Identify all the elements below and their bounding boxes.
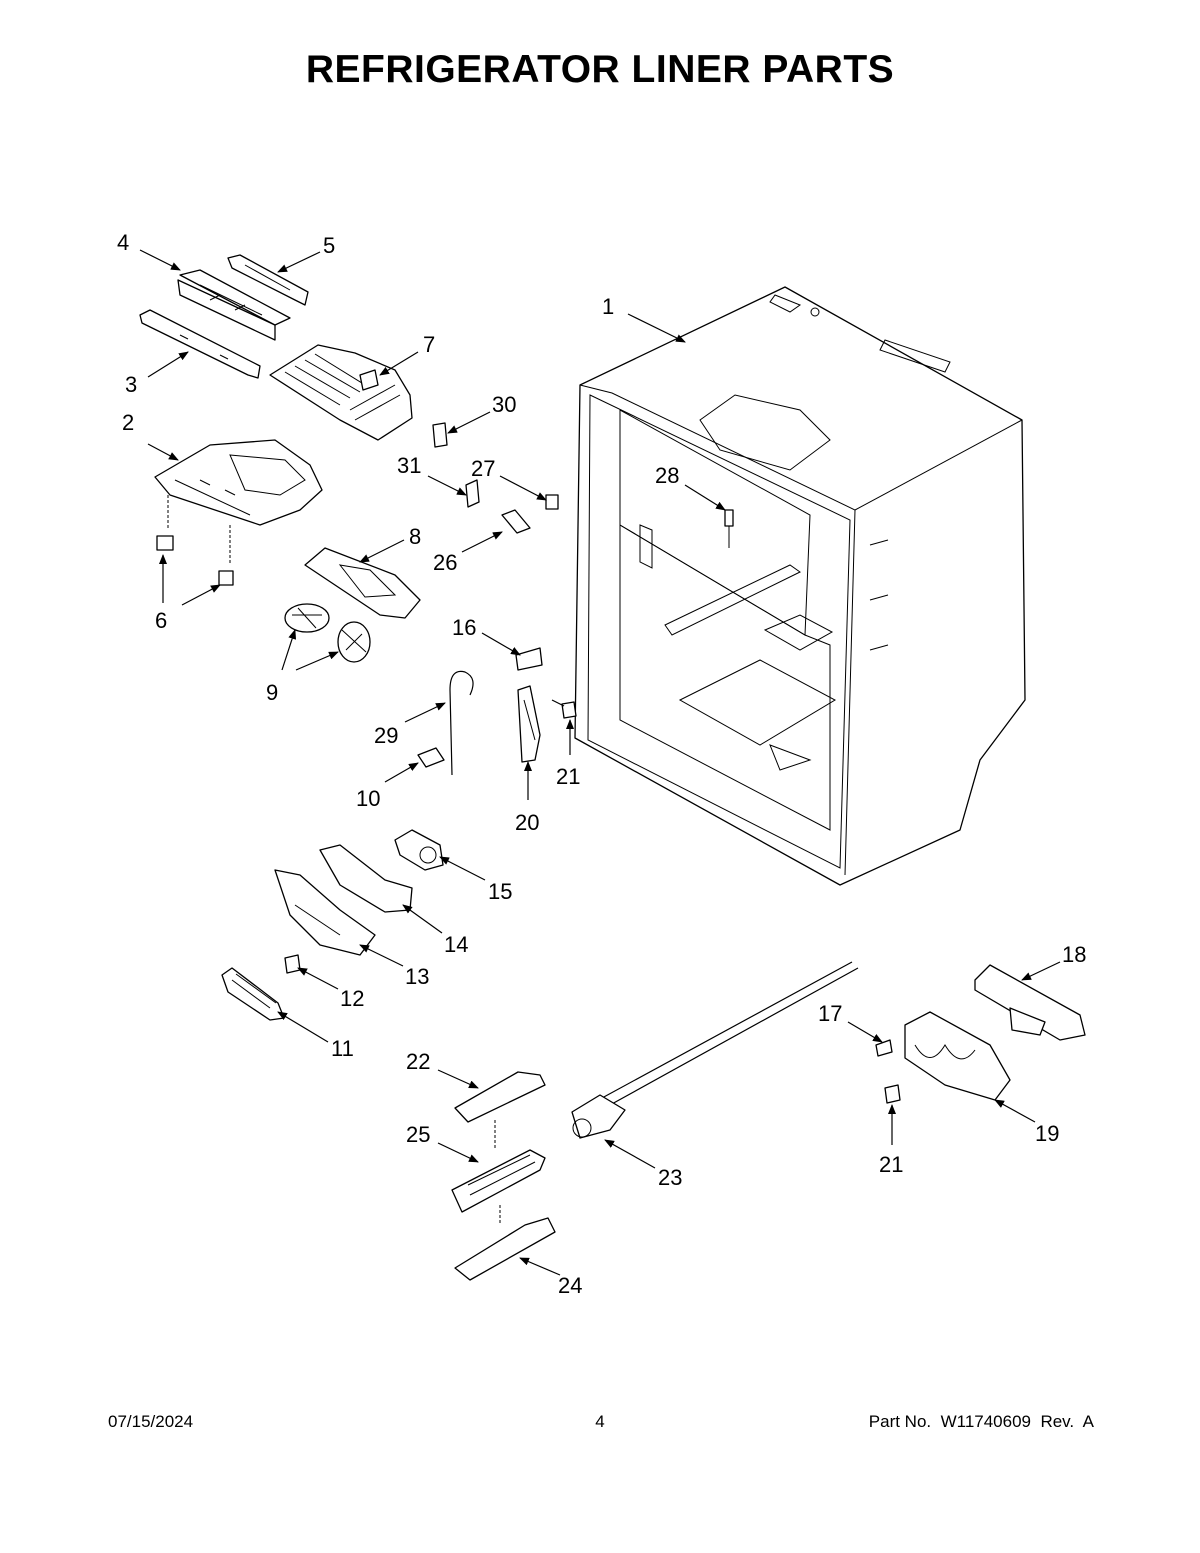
part-14-auger-housing [319, 844, 413, 913]
part-24-filter-cover [454, 1217, 556, 1281]
part-25-filter [451, 1149, 546, 1225]
part-16-gasket [515, 647, 543, 671]
part-6-switch [156, 535, 234, 586]
callout-2: 2 [122, 410, 134, 435]
part-29-tube [449, 670, 474, 776]
leader-lines [139, 249, 1061, 1276]
footer-page-number: 4 [595, 1412, 605, 1431]
callout-10: 10 [356, 786, 380, 811]
callout-24: 24 [558, 1273, 582, 1298]
callout-20: 20 [515, 810, 539, 835]
part-5-bracket [227, 254, 309, 306]
callout-21a: 21 [556, 764, 580, 789]
callout-17: 17 [818, 1001, 842, 1026]
callout-3: 3 [125, 372, 137, 397]
callout-18: 18 [1062, 942, 1086, 967]
callout-29: 29 [374, 723, 398, 748]
callout-6: 6 [155, 608, 167, 633]
callout-labels: 1 2 3 4 5 6 7 8 9 10 11 12 13 14 15 16 1… [117, 230, 1086, 1298]
part-20-dispenser-housing [517, 685, 541, 763]
callout-13: 13 [405, 964, 429, 989]
part-9-knobs [284, 603, 371, 663]
part-30-sensor [432, 422, 448, 448]
part-19-water-valve [904, 1011, 1011, 1101]
callout-22: 22 [406, 1049, 430, 1074]
part-21b-screw [884, 1084, 901, 1104]
callout-7: 7 [423, 332, 435, 357]
callout-30: 30 [492, 392, 516, 417]
part-31-clip [465, 479, 480, 508]
callout-8: 8 [409, 524, 421, 549]
callout-9: 9 [266, 680, 278, 705]
footer-date: 07/15/2024 [108, 1412, 194, 1431]
part-22-lamp-housing [454, 1071, 546, 1150]
callout-12: 12 [340, 986, 364, 1011]
callout-1: 1 [602, 294, 614, 319]
part-21-screw [561, 701, 577, 719]
part-18-bracket [974, 964, 1086, 1041]
part-8-housing [304, 547, 421, 619]
callout-25: 25 [406, 1122, 430, 1147]
callout-21b: 21 [879, 1152, 903, 1177]
callout-5: 5 [323, 233, 335, 258]
part-17-valve-screw [875, 1039, 893, 1057]
part-23-water-line [571, 961, 859, 1139]
callout-4: 4 [117, 230, 129, 255]
callout-14: 14 [444, 932, 468, 957]
callout-23: 23 [658, 1165, 682, 1190]
part-27-connector [545, 494, 559, 510]
callout-19: 19 [1035, 1121, 1059, 1146]
part-3-trim [139, 309, 261, 379]
callout-28: 28 [655, 463, 679, 488]
part-4-control-housing [177, 269, 291, 341]
part-10-clip [417, 747, 445, 768]
callout-16: 16 [452, 615, 476, 640]
part-2-light-cover [154, 439, 323, 565]
footer-part-number: Part No. W11740609 Rev. A [868, 1412, 1094, 1431]
part-12-screw [284, 954, 301, 974]
part-7-evaporator-cover [269, 344, 413, 441]
callout-11: 11 [331, 1036, 354, 1061]
callout-15: 15 [488, 879, 512, 904]
page-title: REFRIGERATOR LINER PARTS [305, 48, 895, 91]
part-26-bracket [501, 509, 531, 534]
part-28-thermistor [724, 509, 734, 548]
liner-cabinet [574, 286, 1026, 886]
callout-27: 27 [471, 456, 495, 481]
part-11-grille [221, 967, 285, 1021]
part-15-motor [394, 829, 444, 871]
callout-31: 31 [397, 453, 421, 478]
callout-26: 26 [433, 550, 457, 575]
